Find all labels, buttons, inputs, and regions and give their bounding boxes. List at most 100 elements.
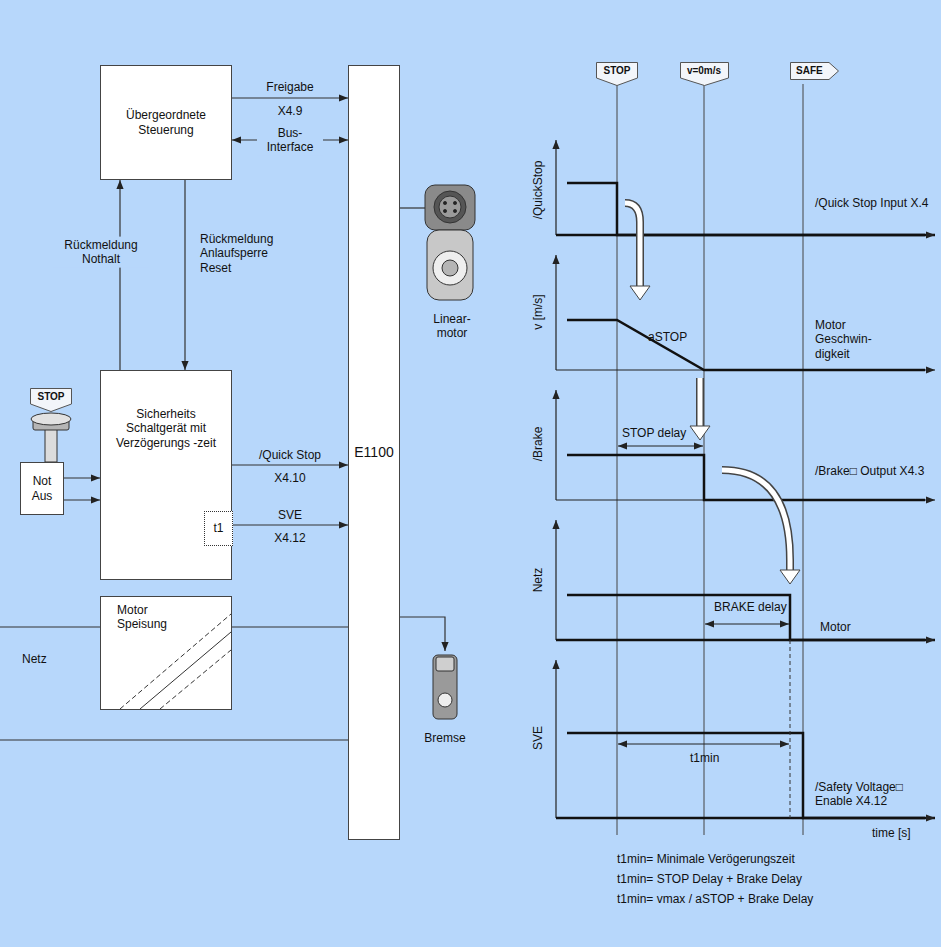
signal-connector bbox=[184, 180, 185, 370]
brake-illustration bbox=[400, 617, 457, 719]
box-text: t1 bbox=[213, 521, 223, 535]
flag-outline bbox=[31, 389, 72, 412]
signal-label: Rückmeldung Anlaufsperre Reset bbox=[200, 232, 290, 275]
dimension-arrow bbox=[618, 744, 789, 745]
block-box: Übergeordnete Steuerung bbox=[100, 65, 232, 180]
plot-axis bbox=[555, 140, 556, 235]
box-text: Sicherheits Schaltgerät mit Verzögerungs… bbox=[111, 407, 221, 450]
flow-block-arrow bbox=[630, 286, 650, 300]
linear-motor-illustration bbox=[425, 185, 475, 230]
axis-label: Netz bbox=[531, 568, 545, 593]
annotation-label: /Brake□ Output X4.3 bbox=[815, 464, 933, 478]
block-box: t1 bbox=[204, 511, 233, 546]
signal-label: /Quick Stop bbox=[259, 448, 321, 462]
signal-trace bbox=[567, 183, 925, 818]
box-text: Motor Speisung bbox=[117, 603, 187, 632]
flow-block-arrow bbox=[625, 203, 640, 288]
time-marker-line bbox=[803, 84, 804, 835]
linear-motor-illustration bbox=[434, 191, 466, 223]
flag-outline bbox=[791, 63, 839, 80]
flag-marker: STOP bbox=[596, 62, 638, 86]
linear-motor-illustration bbox=[433, 251, 467, 285]
plot-axis bbox=[555, 660, 556, 818]
signal-trace bbox=[556, 235, 935, 818]
flow-block-arrow bbox=[625, 203, 640, 287]
annotation-label: aSTOP bbox=[648, 330, 687, 344]
box-text: Not Aus bbox=[25, 474, 59, 503]
linear-motor-illustration bbox=[439, 196, 461, 218]
annotation-label: Linear- motor bbox=[422, 312, 482, 341]
brake-illustration bbox=[433, 655, 457, 719]
dimension-arrow bbox=[705, 624, 789, 625]
linear-motor-illustration bbox=[442, 260, 458, 276]
signal-connector bbox=[64, 499, 100, 500]
annotation-label: time [s] bbox=[872, 826, 911, 840]
block-box: Sicherheits Schaltgerät mit Verzögerungs… bbox=[100, 370, 232, 580]
flag-marker: v=0m/s bbox=[680, 62, 729, 86]
annotation-label: /Quick Stop Input X.4 bbox=[815, 196, 933, 210]
annotation-label: t1min= Minimale Verögerungszeit bbox=[617, 852, 795, 866]
annotation-label: t1min= STOP Delay + Brake Delay bbox=[617, 872, 802, 886]
flag-text: STOP bbox=[37, 391, 64, 403]
flag-outline bbox=[680, 63, 728, 86]
annotation-label: t1min= vmax / aSTOP + Brake Delay bbox=[617, 892, 813, 906]
annotation-label: Bremse bbox=[424, 731, 465, 745]
plot-axis bbox=[555, 520, 556, 640]
annotation-label: X4.10 bbox=[274, 471, 305, 485]
annotation-label: X4.12 bbox=[274, 531, 305, 545]
flow-block-arrow bbox=[722, 470, 790, 571]
annotation-label: t1min bbox=[690, 751, 719, 765]
linear-motor-illustration bbox=[400, 185, 475, 300]
box-text: E1100 bbox=[354, 444, 393, 461]
flow-block-arrow bbox=[690, 426, 710, 440]
flow-block-arrow bbox=[722, 470, 790, 572]
brake-illustration bbox=[436, 657, 454, 671]
linear-motor-illustration bbox=[443, 209, 446, 212]
signal-connector bbox=[119, 180, 120, 370]
linear-motor-illustration bbox=[427, 230, 473, 300]
plot-axis bbox=[556, 140, 935, 818]
flag-outline bbox=[597, 63, 638, 86]
mains-wire bbox=[0, 739, 348, 740]
annotation-label: BRAKE delay bbox=[714, 600, 787, 614]
plot-axis bbox=[555, 390, 556, 500]
emergency-stop-button bbox=[45, 428, 57, 462]
linear-motor-illustration bbox=[400, 207, 425, 208]
annotation-label: /Safety Voltage□ Enable X4.12 bbox=[815, 780, 933, 809]
annotation-label: Netz bbox=[22, 652, 47, 666]
flow-block-arrow bbox=[698, 378, 703, 428]
block-box: Not Aus bbox=[20, 462, 64, 515]
supply-symbol bbox=[100, 596, 232, 710]
flag-text: SAFE bbox=[796, 65, 823, 77]
signal-label: Rückmeldung Nothalt bbox=[53, 237, 149, 268]
flow-block-arrow bbox=[696, 378, 704, 427]
supply-symbol bbox=[100, 596, 232, 710]
block-box: Motor Speisung bbox=[100, 596, 232, 710]
axis-label: v [m/s] bbox=[531, 294, 545, 329]
annotation-label: Motor Geschwin- digkeit bbox=[815, 318, 895, 361]
axis-label: SVE bbox=[531, 726, 545, 750]
flow-block-arrow bbox=[780, 570, 800, 584]
brake-illustration bbox=[438, 693, 452, 707]
signal-connector bbox=[232, 626, 348, 627]
axis-label: /QuickStop bbox=[531, 161, 545, 220]
mains-wire bbox=[0, 626, 100, 627]
box-text: Übergeordnete Steuerung bbox=[106, 108, 226, 137]
plot-axis bbox=[555, 255, 556, 370]
signal-label: Bus- Interface bbox=[257, 125, 323, 156]
time-marker-line bbox=[617, 84, 803, 835]
dimension-arrow bbox=[618, 446, 703, 447]
signal-label: SVE bbox=[278, 508, 302, 522]
signal-connector bbox=[64, 477, 100, 478]
linear-motor-illustration bbox=[453, 209, 456, 212]
dashed-marker bbox=[790, 640, 791, 818]
flag-text: v=0m/s bbox=[687, 65, 721, 77]
signal-connector bbox=[232, 97, 348, 98]
supply-symbol bbox=[160, 650, 231, 709]
emergency-stop-button bbox=[31, 413, 71, 425]
flow-block-arrow bbox=[625, 203, 800, 584]
signal-trace bbox=[567, 595, 925, 640]
